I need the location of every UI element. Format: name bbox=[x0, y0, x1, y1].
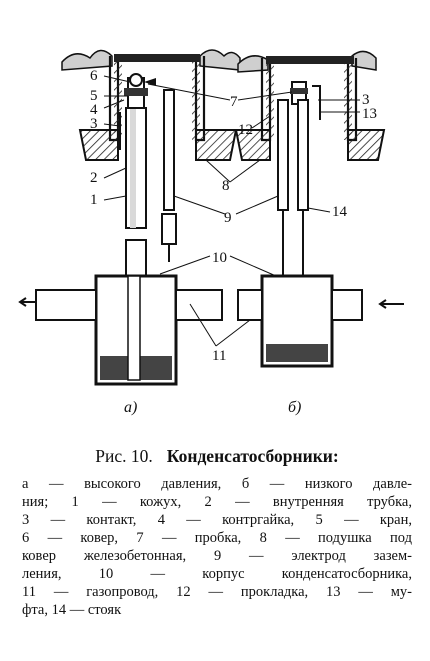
caption-line-1: а — высокого давления, б — низкого давле… bbox=[22, 476, 412, 492]
condensate-collector-figure: 6 5 4 3 2 1 7 12 8 9 10 11 3 13 14 а) б) bbox=[18, 49, 404, 416]
cover-left bbox=[114, 54, 200, 62]
flow-arrow-left bbox=[18, 297, 36, 307]
callout-5: 5 bbox=[90, 88, 98, 104]
callout-11: 11 bbox=[212, 348, 226, 364]
gas-pipe-right bbox=[237, 289, 263, 321]
callout-9: 9 bbox=[224, 210, 232, 226]
sublabel-b: б) bbox=[288, 399, 301, 416]
electrode-left bbox=[163, 89, 175, 211]
sublabel-a: а) bbox=[124, 399, 137, 416]
callout-3b: 3 bbox=[362, 92, 370, 108]
caption-line-7: 11 — газопровод, 12 — прокладка, 13 — му… bbox=[22, 584, 412, 600]
figure-drawing: 6 5 4 3 2 1 7 12 8 9 10 11 3 13 14 а) б) bbox=[18, 49, 404, 416]
callout-10: 10 bbox=[212, 250, 227, 266]
callout-8: 8 bbox=[222, 178, 230, 194]
cover-right bbox=[266, 56, 354, 64]
assembly-low-pressure bbox=[234, 50, 404, 368]
callout-4: 4 bbox=[90, 102, 98, 118]
callout-13: 13 bbox=[362, 106, 377, 122]
caption-body: а — высокого давления, б — низкого давле… bbox=[22, 475, 412, 619]
flow-arrow-right bbox=[378, 299, 404, 309]
pad-left bbox=[78, 129, 238, 161]
caption-title-text: Конденсатосборники: bbox=[166, 446, 339, 466]
callout-14: 14 bbox=[332, 204, 348, 220]
callout-1: 1 bbox=[90, 192, 98, 208]
callout-2: 2 bbox=[90, 170, 98, 186]
callout-12: 12 bbox=[238, 122, 253, 138]
caption-line-3: 3 — контакт, 4 — контргайка, 5 — кран, bbox=[22, 512, 412, 528]
assembly-high-pressure bbox=[18, 49, 241, 386]
ground-left bbox=[61, 49, 241, 71]
caption-line-8: фта, 14 — стояк bbox=[22, 602, 122, 618]
callout-numbers: 6 5 4 3 2 1 7 12 8 9 10 11 3 13 14 bbox=[90, 68, 377, 364]
caption-line-5: ковер железобетонная, 9 — электрод зазем… bbox=[22, 548, 412, 564]
cover-wall-left bbox=[108, 56, 206, 142]
gas-pipe-left bbox=[35, 289, 97, 321]
caption-title: Рис. 10. Конденсатосборники: bbox=[22, 446, 412, 467]
caption-line-6: ления, 10 — корпус конденсатосборника, bbox=[22, 566, 412, 582]
callout-7: 7 bbox=[230, 94, 238, 110]
caption-line-4: 6 — ковер, 7 — пробка, 8 — подушка под bbox=[22, 530, 412, 546]
callout-3: 3 bbox=[90, 116, 98, 132]
caption-line-2: ния; 1 — кожух, 2 — внутренняя трубка, bbox=[22, 494, 412, 510]
leader-lines bbox=[103, 75, 360, 347]
caption-fig-label: Рис. 10. bbox=[95, 446, 153, 466]
figure-caption: Рис. 10. Конденсатосборники: а — высокого… bbox=[22, 446, 412, 619]
riser-right bbox=[277, 99, 289, 211]
pad-right bbox=[234, 129, 386, 161]
callout-6: 6 bbox=[90, 68, 98, 84]
